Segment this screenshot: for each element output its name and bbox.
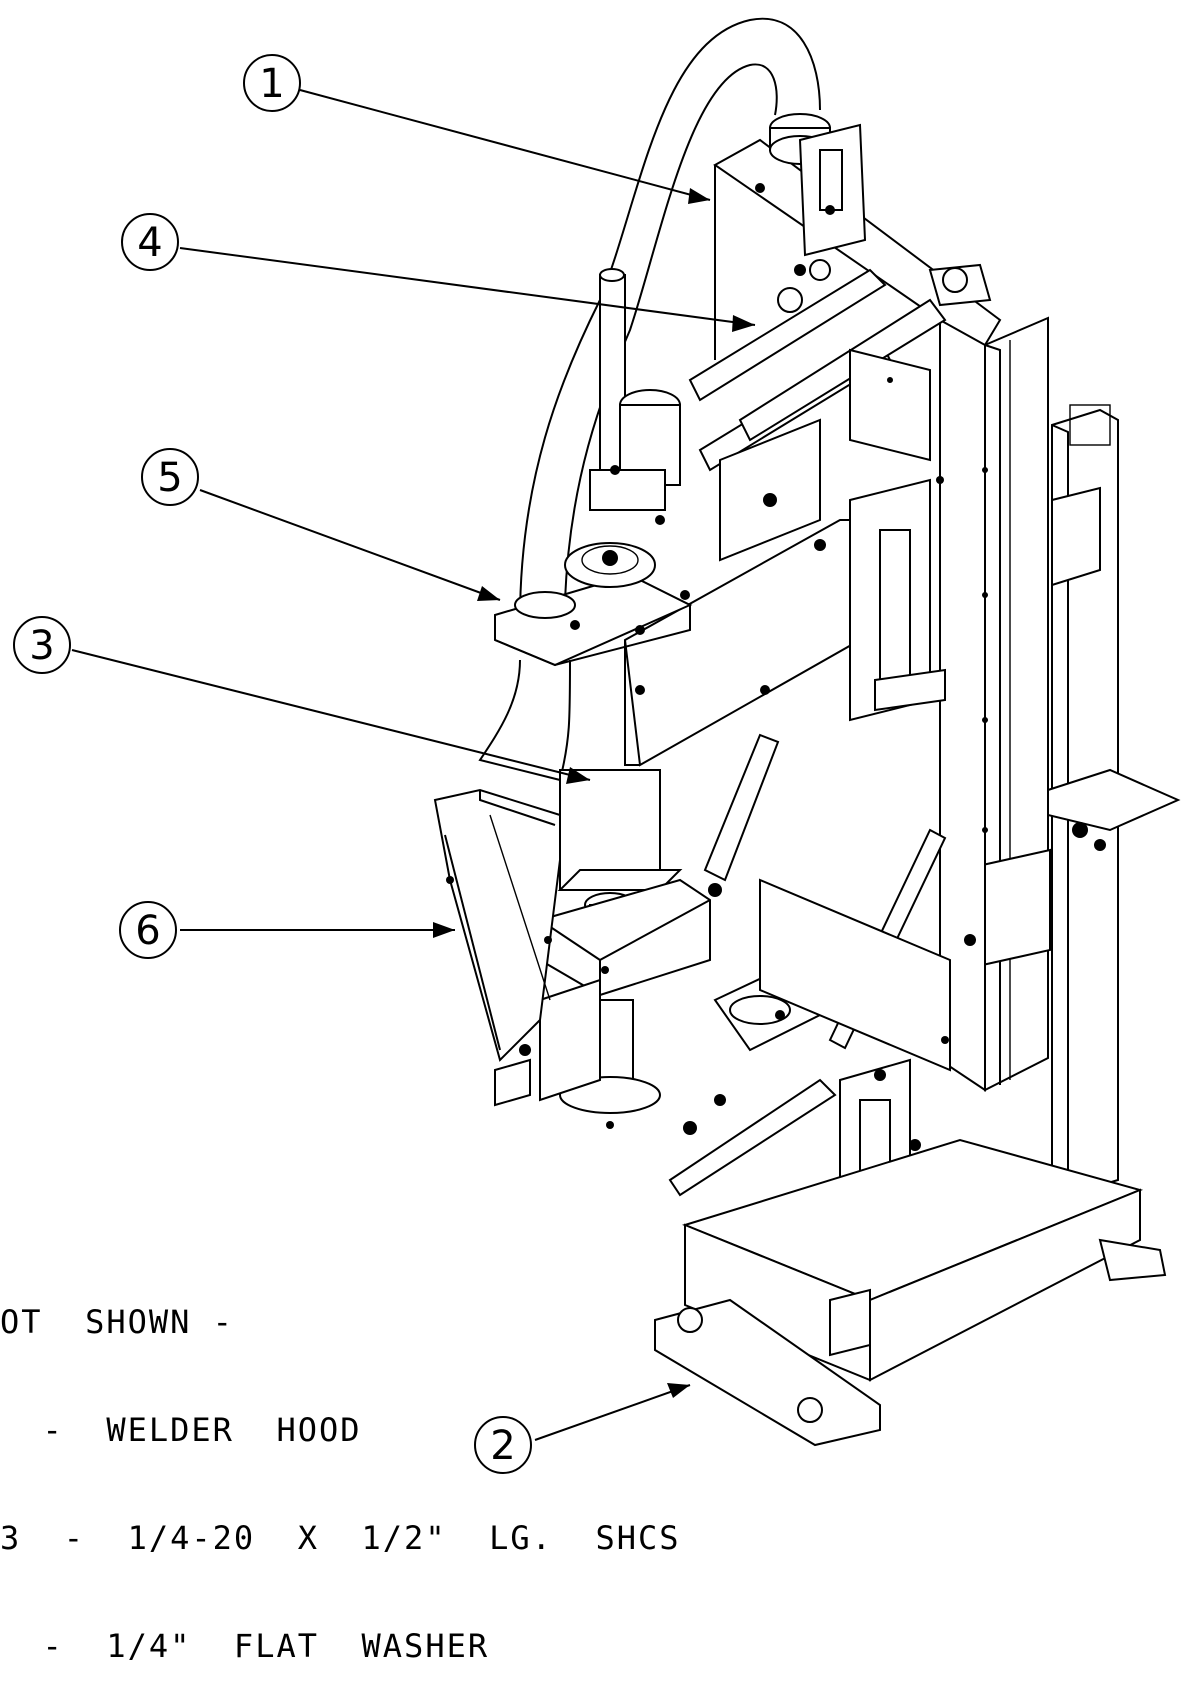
note-line-3: 3 - 1/4-20 X 1/2" LG. SHCS: [0, 1519, 681, 1557]
note-line-4: - 1/4" FLAT WASHER: [0, 1627, 490, 1665]
welder-head: [539, 878, 711, 1114]
balloon-1-label: 1: [259, 61, 284, 107]
vertical-column: [959, 316, 1181, 1202]
balloon-3-label: 3: [29, 623, 54, 669]
balloon-5-label: 5: [157, 455, 182, 501]
balloon-6: 6: [119, 901, 177, 959]
balloon-2: 2: [474, 1416, 532, 1474]
base-frame: [654, 1138, 1167, 1447]
balloon-2-label: 2: [490, 1423, 515, 1469]
balloon-4-label: 4: [137, 220, 162, 266]
swivel-flange: [494, 542, 693, 667]
torch-post: [589, 268, 681, 511]
vacuum-hose: [519, 17, 867, 621]
balloon-6-label: 6: [135, 908, 160, 954]
balloon-4: 4: [121, 213, 179, 271]
balloon-1: 1: [243, 54, 301, 112]
assembly-drawing: 1 4 5 3 6 2: [13, 17, 1181, 1474]
welder-hood: [433, 788, 561, 1107]
fasteners: [446, 183, 1106, 1151]
balloon-5: 5: [141, 448, 199, 506]
note-line-1: OT SHOWN -: [0, 1303, 234, 1341]
note-line-2: - WELDER HOOD: [0, 1411, 362, 1449]
middle-plate: [623, 478, 946, 767]
gun-arm: [688, 259, 947, 562]
leader-lines: [71, 89, 756, 1441]
balloon-3: 3: [13, 616, 71, 674]
parts-note: OT SHOWN - - WELDER HOOD 3 - 1/4-20 X 1/…: [0, 1232, 681, 1700]
